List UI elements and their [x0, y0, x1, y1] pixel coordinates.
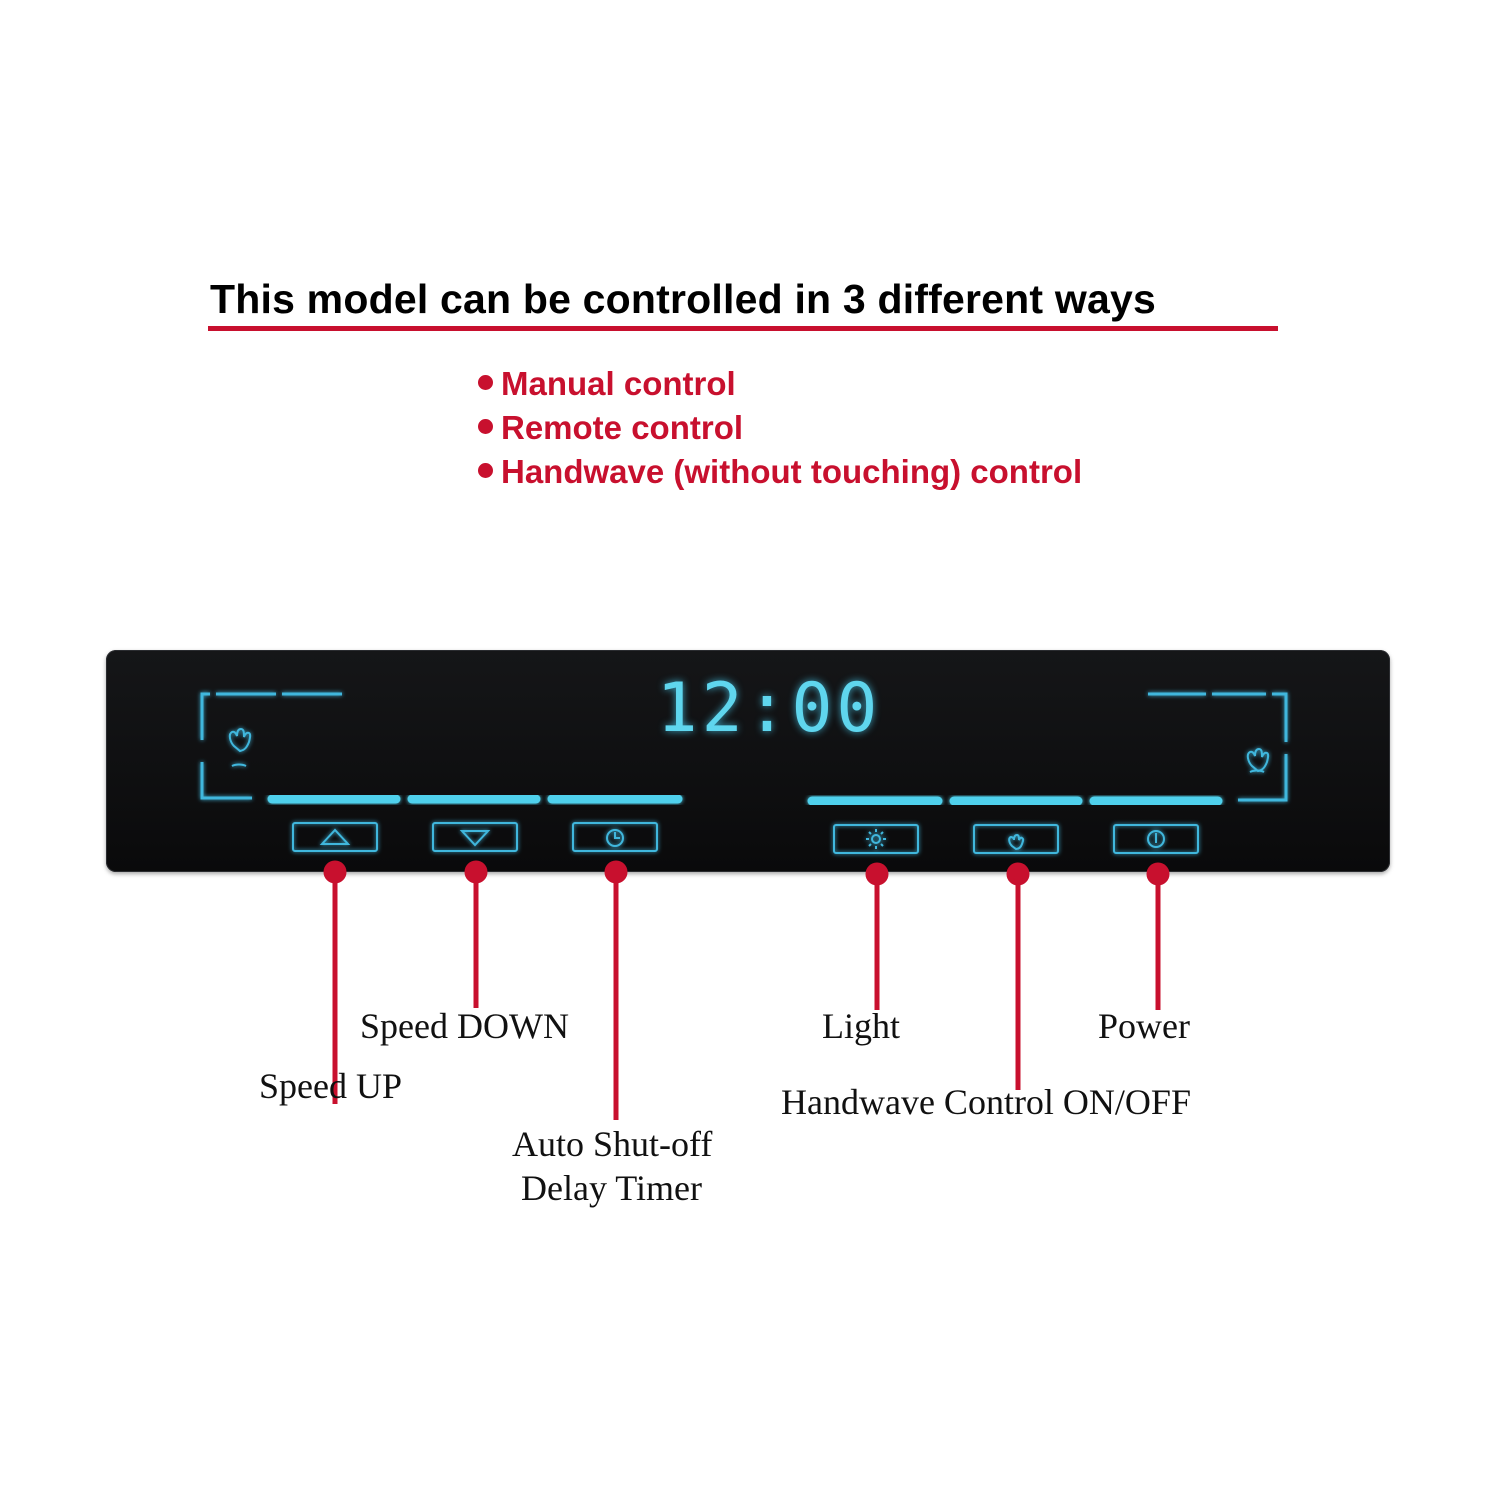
heading-underline: [208, 326, 1278, 331]
power-icon: [1147, 830, 1165, 848]
control-methods-list: Manual control Remote control Handwave (…: [478, 364, 1082, 496]
clock-icon: [606, 829, 624, 847]
bullet-icon: [478, 462, 493, 478]
handwave-toggle-button[interactable]: [973, 824, 1059, 854]
heading: This model can be controlled in 3 differ…: [210, 276, 1156, 322]
power-button[interactable]: [1113, 824, 1199, 854]
clock-display: 12:00: [656, 669, 882, 748]
sun-icon: [866, 829, 886, 849]
label-power: Power: [1098, 1006, 1190, 1046]
label-speed-down: Speed DOWN: [360, 1006, 569, 1046]
method-item: Handwave (without touching) control: [478, 452, 1082, 496]
hand-icon: [1008, 833, 1025, 851]
label-handwave: Handwave Control ON/OFF: [781, 1082, 1191, 1122]
speed-down-button[interactable]: [432, 822, 518, 852]
left-sensor-frame: [200, 692, 342, 800]
right-hand-icon: [1246, 747, 1270, 773]
method-label: Remote control: [501, 409, 744, 446]
control-panel: 12:00: [106, 650, 1390, 872]
timer-button[interactable]: [572, 822, 658, 852]
label-light: Light: [822, 1006, 900, 1046]
method-item: Manual control: [478, 364, 1082, 408]
label-timer-line2: Delay Timer: [521, 1168, 703, 1208]
speed-up-button[interactable]: [292, 822, 378, 852]
right-sensor-frame: [1148, 692, 1288, 802]
bullet-icon: [478, 374, 493, 390]
method-label: Handwave (without touching) control: [501, 453, 1083, 490]
down-triangle-icon: [459, 830, 491, 847]
method-item: Remote control: [478, 408, 1082, 452]
method-label: Manual control: [501, 365, 736, 402]
label-timer-line1: Auto Shut-off: [512, 1124, 713, 1164]
light-button[interactable]: [833, 824, 919, 854]
up-triangle-icon: [319, 828, 351, 845]
bullet-icon: [478, 418, 493, 434]
label-speed-up: Speed UP: [259, 1066, 402, 1106]
glow-bars: [267, 794, 1223, 806]
left-hand-icon: [228, 727, 252, 767]
